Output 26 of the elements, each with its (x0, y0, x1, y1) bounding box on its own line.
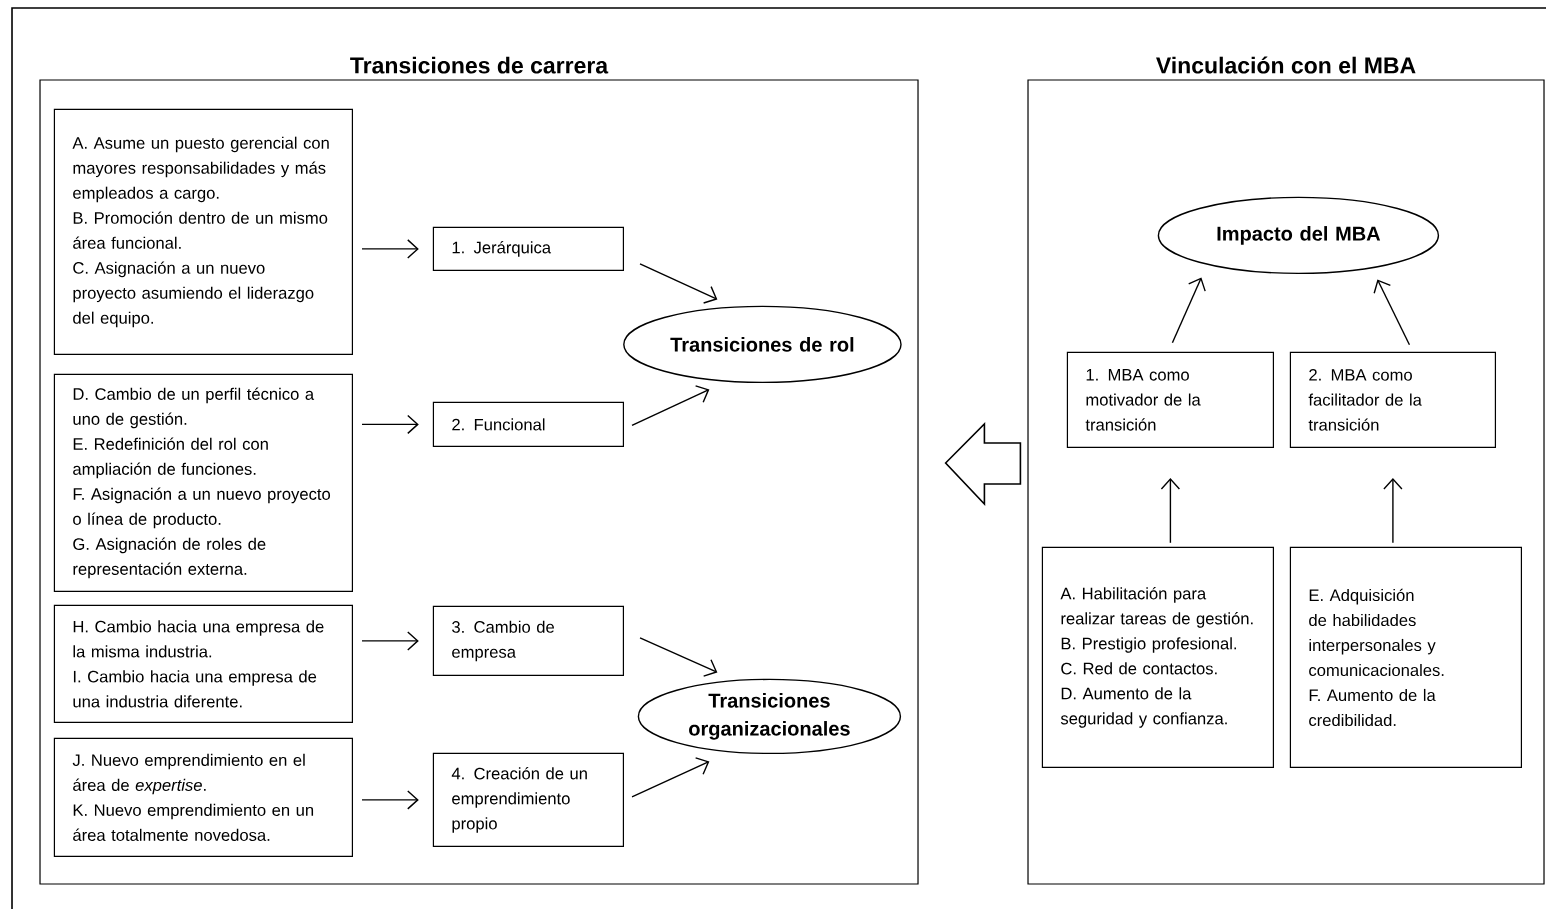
text-box: A. Asume un puesto gerencial con mayores responsabilidades y más empleados a cargo. B. Promoción dentro de un mismo área funcional. C. Asignación a un nuevo proyecto asumiendo el liderazgo del equipo. (53, 108, 353, 355)
arrow (1373, 279, 1411, 346)
arrow (361, 790, 419, 810)
arrow (361, 239, 419, 259)
node-label: Transiciones de carrera (350, 56, 609, 74)
node-label: Vinculación con el MBA (1156, 56, 1416, 74)
arrow (1171, 277, 1206, 344)
text-box: H. Cambio hacia una empresa de la misma industria. I. Cambio hacia una empresa de una industria diferente. (53, 604, 353, 723)
text-box: E. Adquisición de habilidades interpersonales y comunicacionales. F. Aumento de la credibilidad. (1289, 546, 1522, 768)
arrow (1383, 478, 1403, 544)
arrow (1160, 478, 1181, 544)
arrow (639, 637, 718, 677)
text-box: 3. Cambio de empresa (432, 605, 624, 676)
text-box: 2. MBA como facilitador de la transición (1289, 351, 1496, 448)
arrow (631, 757, 710, 798)
arrow (631, 385, 710, 427)
arrow (639, 263, 718, 304)
text-box: D. Cambio de un perfil técnico a uno de gestión. E. Redefinición del rol con ampliación de funciones. F. Asignación a un nuevo proyecto o línea de producto. G. Asignación de roles de representación externa. (53, 373, 353, 592)
text-box: 1. MBA como motivador de la transición (1066, 351, 1274, 448)
arrow (361, 631, 419, 651)
text-box: 1. Jerárquica (432, 226, 624, 271)
text-box: J. Nuevo emprendimiento en el área de expertise. K. Nuevo emprendimiento en un área totalmente novedosa. (53, 737, 353, 857)
text-box: A. Habilitación para realizar tareas de gestión. B. Prestigio profesional. C. Red de contactos. D. Aumento de la seguridad y confianza. (1041, 546, 1274, 768)
arrow (361, 414, 419, 435)
text-box: 4. Creación de un emprendimiento propio (432, 752, 624, 847)
text-box: 2. Funcional (432, 401, 624, 447)
